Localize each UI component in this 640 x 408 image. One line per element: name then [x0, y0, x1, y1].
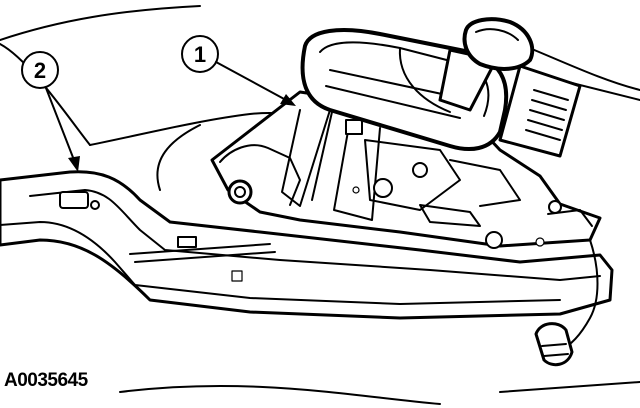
- callout-1: 1: [181, 35, 296, 106]
- callout-2: 2: [21, 51, 80, 172]
- gear-selector-lever: [438, 17, 535, 112]
- callout-2-label: 2: [34, 58, 46, 83]
- console-panel: [0, 170, 614, 320]
- callout-1-label: 1: [194, 42, 206, 67]
- cable-connector: [534, 239, 599, 367]
- trim-panel-right: [498, 64, 582, 158]
- figure-id: A0035645: [4, 370, 88, 391]
